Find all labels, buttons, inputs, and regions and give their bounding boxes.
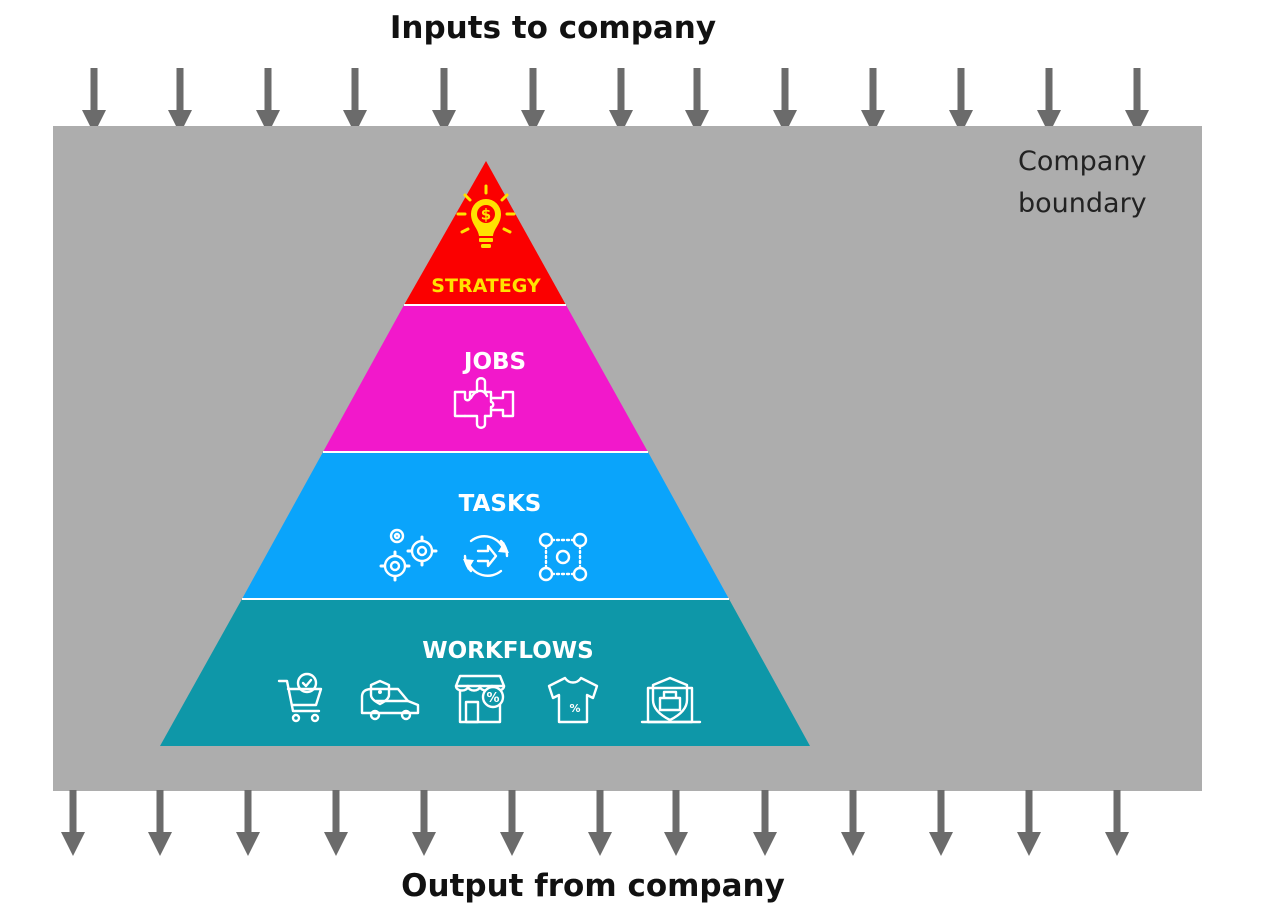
output-arrow [1017,790,1041,856]
tier-label-jobs: JOBS [462,349,526,375]
input-arrow [1125,68,1149,134]
output-arrow [929,790,953,856]
tier-tasks [242,452,729,599]
output-arrow [412,790,436,856]
shopping-cart-icon [277,672,323,723]
tier-workflows [160,599,810,746]
input-arrow [521,68,545,134]
output-arrow [61,790,85,856]
inputs-title: Inputs to company [390,10,716,46]
output-arrow [1105,790,1129,856]
boundary-label-line1: Company [1018,146,1146,177]
input-arrow [343,68,367,134]
outputs-title: Output from company [401,868,785,904]
input-arrow [609,68,633,134]
puzzle-hand-icon [453,377,515,429]
tier-jobs [323,305,648,452]
discount-store-icon: % [454,674,506,724]
output-arrow [236,790,260,856]
boundary-label-line2: boundary [1018,188,1147,219]
svg-text:%: % [569,702,580,715]
network-nodes-icon [538,532,588,582]
output-arrow [324,790,348,856]
tier-label-strategy: STRATEGY [431,275,541,297]
svg-text:%: % [486,691,499,706]
input-arrow [685,68,709,134]
tshirt-discount-icon: % [547,676,599,724]
output-arrows [61,790,1129,856]
input-arrow [168,68,192,134]
output-arrow [664,790,688,856]
input-arrow [432,68,456,134]
lightbulb-dollar-icon: $ [456,184,516,248]
input-arrow [82,68,106,134]
output-arrow [500,790,524,856]
svg-text:$: $ [481,206,491,224]
input-arrows [82,68,1149,134]
tier-label-workflows: WORKFLOWS [422,638,594,664]
output-arrow [148,790,172,856]
input-arrow [256,68,280,134]
output-arrow [753,790,777,856]
tier-label-tasks: TASKS [459,491,542,517]
input-arrow [773,68,797,134]
secure-box-icon [640,676,702,724]
output-arrow [588,790,612,856]
input-arrow [949,68,973,134]
input-arrow [861,68,885,134]
refresh-cycle-icon [463,535,509,577]
output-arrow [841,790,865,856]
delivery-van-icon [360,679,420,721]
gears-icon [379,528,438,582]
input-arrow [1037,68,1061,134]
